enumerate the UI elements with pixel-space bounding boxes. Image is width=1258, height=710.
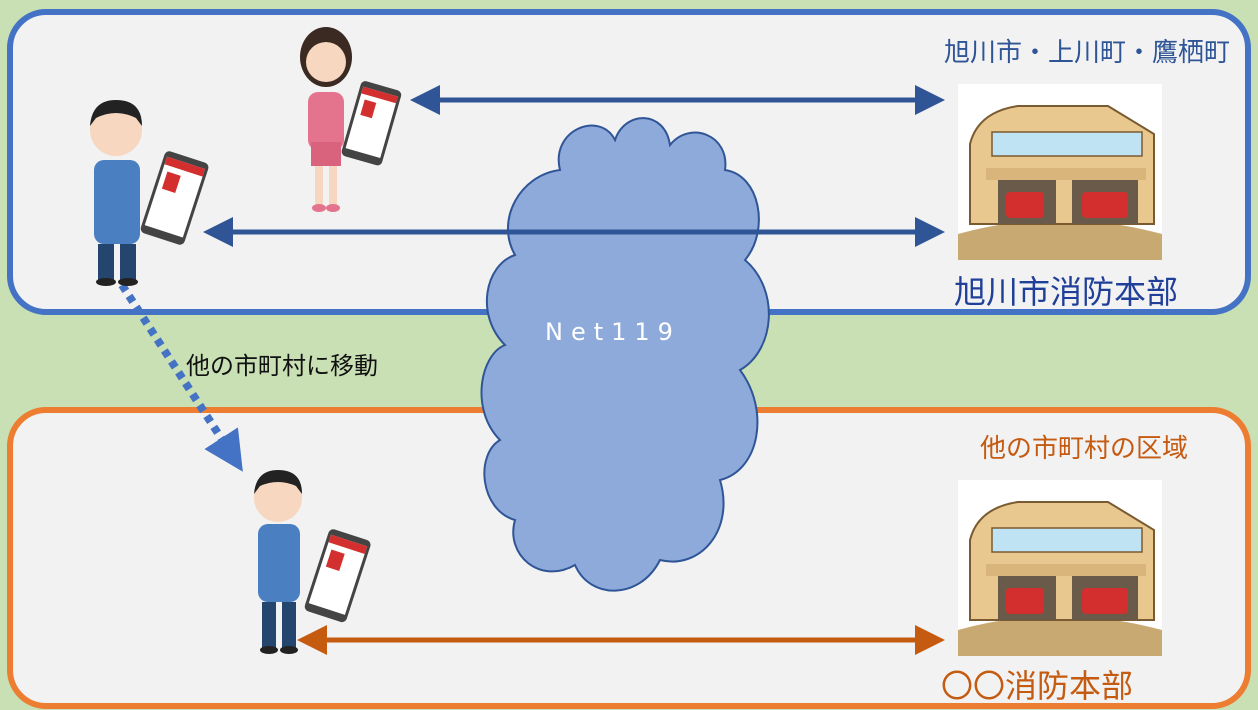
station-bottom-label: 〇〇消防本部 xyxy=(940,667,1133,705)
woman-icon xyxy=(300,27,352,212)
station-top-label: 旭川市消防本部 xyxy=(953,273,1178,311)
fire-station-icon xyxy=(958,84,1162,260)
smartphone-icon xyxy=(341,81,402,166)
region-bottom-label: 他の市町村の区域 xyxy=(979,434,1188,464)
region-top-label: 旭川市・上川町・鷹栖町 xyxy=(943,38,1230,68)
fire-station-icon xyxy=(958,480,1162,656)
smartphone-icon xyxy=(140,151,209,245)
move-label: 他の市町村に移動 xyxy=(186,352,378,380)
man-icon xyxy=(90,100,142,286)
man-icon xyxy=(254,470,302,654)
network-label: Net119 xyxy=(545,318,681,346)
smartphone-icon xyxy=(304,529,371,623)
